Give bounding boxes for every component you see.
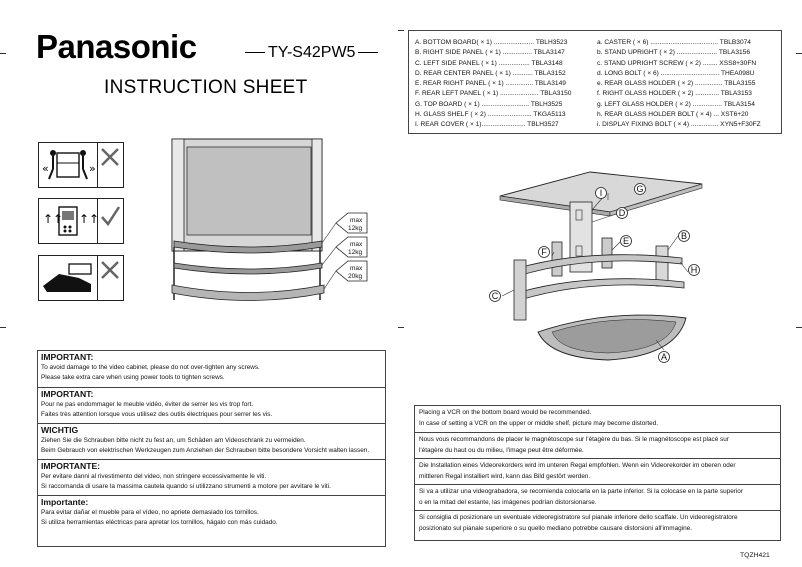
callout-label: G xyxy=(636,184,643,194)
part-item: E. REAR RIGHT PANEL ( × 1) .............… xyxy=(415,80,566,88)
document-code: TQZH421 xyxy=(740,552,770,559)
exploded-parts-diagram: I G D E B F H C A xyxy=(489,171,703,363)
shelf-limit-weight: 12kg xyxy=(348,249,362,256)
brand-logo: Panasonic xyxy=(36,28,197,65)
important-section-it: IMPORTANTE: Per evitare danni al rivesti… xyxy=(38,459,385,493)
parts-list-main: A. BOTTOM BOARD( × 1) ..................… xyxy=(415,38,571,131)
important-section-es: Importante: Para evitar dañar el mueble … xyxy=(38,495,385,529)
vcr-placement-notes: Placing a VCR on the bottom board would … xyxy=(414,405,781,541)
correct-lifting-pictogram: ↑↑ ↑↑ xyxy=(38,198,99,244)
fold-mark xyxy=(0,53,6,54)
part-item: B. RIGHT SIDE PANEL ( × 1) .............… xyxy=(415,49,565,57)
shelf-limit-weight: 20kg xyxy=(348,273,362,280)
callout-label: B xyxy=(681,231,687,241)
svg-text:↑↑: ↑↑ xyxy=(43,212,63,226)
shelf-limit-max: max xyxy=(350,241,363,248)
part-item: A. BOTTOM BOARD( × 1) ..................… xyxy=(415,39,568,46)
vcr-note-de: Die Installation eines Videorekorders wi… xyxy=(415,458,780,483)
checkmark-icon xyxy=(98,198,124,244)
svg-text:»: » xyxy=(89,162,96,175)
prohibited-icon xyxy=(98,142,124,188)
vcr-note-it: Si consiglia di posizionare un eventuale… xyxy=(415,510,780,535)
part-item: D. REAR CENTER PANEL ( × 1) ........... … xyxy=(415,69,566,77)
vcr-note-en: Placing a VCR on the bottom board would … xyxy=(419,409,659,427)
prohibited-icon xyxy=(98,255,124,301)
svg-text:«: « xyxy=(42,162,49,175)
shelf-limit-max: max xyxy=(350,217,363,224)
fold-mark xyxy=(796,53,802,54)
part-item: d. LONG BOLT ( × 6) ....................… xyxy=(597,69,755,77)
fold-mark xyxy=(796,327,802,328)
fold-mark xyxy=(398,327,404,328)
important-section-en: IMPORTANT: To avoid damage to the video … xyxy=(41,352,260,381)
callout-label: E xyxy=(623,236,629,246)
parts-list-hardware: a. CASTER ( × 6) .......................… xyxy=(597,38,761,131)
part-item: C. LEFT SIDE PANEL ( × 1) ..............… xyxy=(415,59,563,67)
callout-label: I xyxy=(600,188,603,198)
part-item: i. DISPLAY FIXING BOLT ( × 4) ..........… xyxy=(597,121,761,129)
parts-list: A. BOTTOM BOARD( × 1) ..................… xyxy=(408,30,782,134)
part-item: a. CASTER ( × 6) .......................… xyxy=(597,39,751,46)
vcr-note-fr: Nous vous recommandons de placer le magn… xyxy=(415,432,780,457)
callout-label: A xyxy=(661,352,667,362)
part-item: f. RIGHT GLASS HOLDER ( × 2) ...........… xyxy=(597,90,752,98)
callout-label: H xyxy=(691,265,698,275)
important-notices: IMPORTANT: To avoid damage to the video … xyxy=(37,350,386,547)
model-number: TY-S42PW5 xyxy=(242,44,381,62)
part-item: c. STAND UPRIGHT SCREW ( × 2) ........ X… xyxy=(597,59,757,67)
vcr-note-es: Si va a utilizar una videograbadora, se … xyxy=(415,484,780,509)
part-item: h. REAR GLASS HOLDER BOLT ( × 4) ... XST… xyxy=(597,111,749,119)
assembled-stand-illustration: max 12kg max 12kg max 20kg xyxy=(171,138,368,301)
fold-mark xyxy=(0,327,6,328)
shelf-limit-weight: 12kg xyxy=(348,225,362,232)
part-item: H. GLASS SHELF ( × 2) ..................… xyxy=(415,111,566,119)
part-item: F. REAR LEFT PANEL ( × 1) ..............… xyxy=(415,90,572,98)
important-section-de: WICHTIG Ziehen Sie die Schrauben bitte n… xyxy=(38,423,385,457)
callout-label: F xyxy=(541,247,547,257)
shelf-limit-max: max xyxy=(350,265,363,272)
important-section-fr: IMPORTANT: Pour ne pas endommager le meu… xyxy=(38,387,385,421)
do-not-kick-pictogram xyxy=(38,255,98,301)
callout-label: D xyxy=(619,208,626,218)
part-item: g. LEFT GLASS HOLDER ( × 2) ............… xyxy=(597,100,755,108)
fold-mark xyxy=(398,30,404,31)
part-item: I. REAR COVER ( × 1)....................… xyxy=(415,121,559,129)
callout-label: C xyxy=(492,291,499,301)
document-title: INSTRUCTION SHEET xyxy=(104,77,308,98)
svg-text:↑↑: ↑↑ xyxy=(79,212,97,226)
part-item: G. TOP BOARD ( × 1) ....................… xyxy=(415,100,563,108)
part-item: e. REAR GLASS HOLDER ( × 2) ............… xyxy=(597,80,756,88)
part-item: b. STAND UPRIGHT ( × 2) ................… xyxy=(597,49,750,57)
overtighten-pictogram: « » xyxy=(38,142,98,188)
